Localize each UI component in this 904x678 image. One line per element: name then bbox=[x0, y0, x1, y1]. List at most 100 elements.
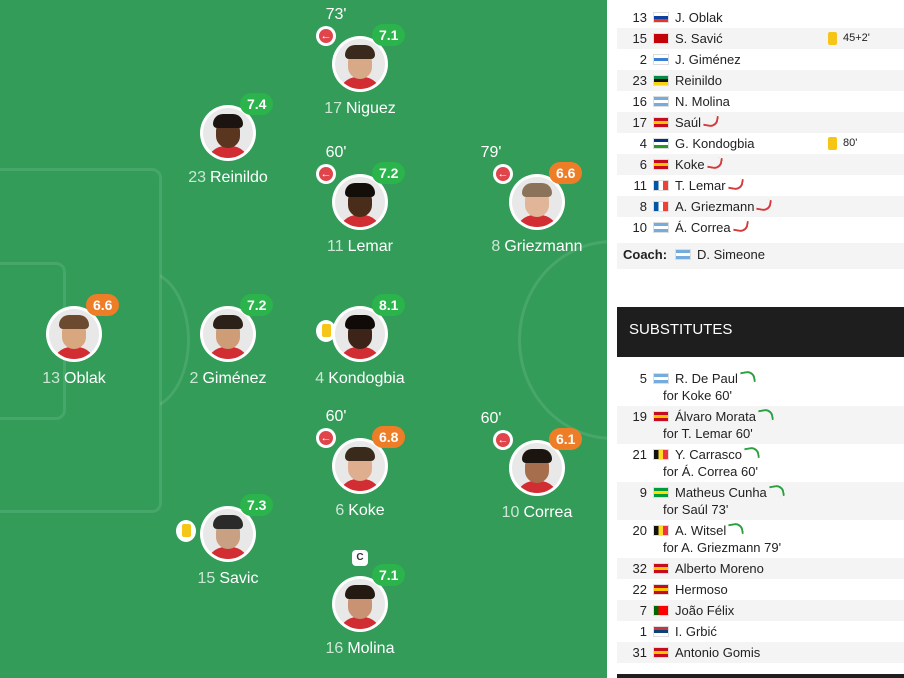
shirt-number: 20 bbox=[632, 523, 647, 538]
player-name[interactable]: Reinildo bbox=[675, 73, 722, 88]
player-name[interactable]: G. Kondogbia bbox=[675, 136, 755, 151]
substitute-row[interactable]: 22 Hermoso bbox=[617, 579, 904, 600]
sub-in-icon bbox=[744, 445, 760, 461]
sub-out-icon bbox=[703, 113, 719, 129]
shirt-number: 15 bbox=[632, 31, 647, 46]
yellow-card-icon bbox=[828, 32, 837, 45]
shirt-number: 1 bbox=[639, 624, 647, 639]
player-photo bbox=[200, 306, 256, 362]
flag-icon bbox=[653, 584, 669, 595]
sub-out-icon: ← bbox=[493, 164, 513, 184]
player-name[interactable]: Hermoso bbox=[675, 582, 728, 597]
player-name[interactable]: J. Oblak bbox=[675, 10, 723, 25]
shirt-number: 31 bbox=[632, 645, 647, 660]
player-name[interactable]: A. Witsel bbox=[675, 521, 745, 538]
lineup-row[interactable]: 8 A. Griezmann bbox=[617, 196, 904, 217]
rating-badge: 6.8 bbox=[372, 426, 406, 448]
shirt-number: 13 bbox=[632, 10, 647, 25]
lineup-row[interactable]: 17 Saúl bbox=[617, 112, 904, 133]
player-name[interactable]: N. Molina bbox=[675, 94, 730, 109]
sub-out-icon: ← bbox=[316, 164, 336, 184]
player-name[interactable]: Matheus Cunha bbox=[675, 483, 785, 500]
sub-replaced-text: for A. Griezmann 79' bbox=[663, 540, 782, 555]
sub-time: 60' bbox=[480, 410, 502, 427]
substitute-row[interactable]: 19 Álvaro Morata for T. Lemar 60' bbox=[617, 406, 904, 444]
rating-badge: 7.3 bbox=[240, 494, 274, 516]
sub-in-icon bbox=[757, 407, 774, 423]
player-name[interactable]: T. Lemar bbox=[675, 176, 744, 193]
sub-out-icon bbox=[732, 218, 749, 234]
lineup-row[interactable]: 11 T. Lemar bbox=[617, 175, 904, 196]
flag-icon bbox=[653, 647, 669, 658]
player-name[interactable]: Á. Correa bbox=[675, 218, 749, 235]
flag-icon bbox=[653, 96, 669, 107]
shirt-number: 32 bbox=[632, 561, 647, 576]
sub-time: 79' bbox=[480, 144, 502, 161]
flag-icon bbox=[675, 249, 691, 260]
player-name[interactable]: Antonio Gomis bbox=[675, 645, 761, 660]
shirt-number: 10 bbox=[632, 220, 647, 235]
flag-icon bbox=[653, 75, 669, 86]
substitute-row[interactable]: 32 Alberto Moreno bbox=[617, 558, 904, 579]
player-name[interactable]: Saúl bbox=[675, 113, 719, 130]
coach-label: Coach: bbox=[623, 247, 668, 262]
coach-name[interactable]: D. Simeone bbox=[697, 247, 765, 262]
lineup-row[interactable]: 10 Á. Correa bbox=[617, 217, 904, 238]
shirt-number: 8 bbox=[639, 199, 647, 214]
lineup-row[interactable]: 23 Reinildo bbox=[617, 70, 904, 91]
shirt-number: 5 bbox=[639, 371, 647, 386]
sub-out-icon bbox=[706, 155, 723, 171]
player-name[interactable]: Koke bbox=[675, 155, 723, 172]
sub-time: 60' bbox=[325, 144, 347, 161]
captain-badge: C bbox=[352, 550, 368, 566]
shirt-number: 16 bbox=[632, 94, 647, 109]
player-name[interactable]: R. De Paul bbox=[675, 369, 756, 386]
player-name[interactable]: S. Savić bbox=[675, 31, 723, 46]
flag-icon bbox=[653, 54, 669, 65]
sub-replaced-text: for T. Lemar 60' bbox=[663, 426, 753, 441]
player-name[interactable]: I. Grbić bbox=[675, 624, 717, 639]
shirt-number: 19 bbox=[632, 409, 647, 424]
sub-in-icon bbox=[768, 483, 785, 499]
shirt-number: 21 bbox=[632, 447, 647, 462]
lineup-row[interactable]: 2 J. Giménez bbox=[617, 49, 904, 70]
player-name[interactable]: Alberto Moreno bbox=[675, 561, 764, 576]
player-name[interactable]: Álvaro Morata bbox=[675, 407, 774, 424]
lineup-row[interactable]: 13 J. Oblak bbox=[617, 7, 904, 28]
substitute-row[interactable]: 7 João Félix bbox=[617, 600, 904, 621]
rating-badge: 6.1 bbox=[549, 428, 583, 450]
flag-icon bbox=[653, 563, 669, 574]
shirt-number: 17 bbox=[632, 115, 647, 130]
sub-time: 73' bbox=[325, 6, 347, 23]
lineup-row[interactable]: 16 N. Molina bbox=[617, 91, 904, 112]
player-name[interactable]: João Félix bbox=[675, 603, 735, 618]
rating-badge: 7.2 bbox=[372, 162, 406, 184]
flag-icon bbox=[653, 626, 669, 637]
card-minute: 80' bbox=[843, 137, 858, 149]
sub-out-icon bbox=[727, 176, 744, 192]
flag-icon bbox=[653, 138, 669, 149]
sub-out-icon: ← bbox=[316, 428, 336, 448]
shirt-number: 6 bbox=[639, 157, 647, 172]
substitute-row[interactable]: 1 I. Grbić bbox=[617, 621, 904, 642]
player-name[interactable]: Y. Carrasco bbox=[675, 445, 760, 462]
player-name[interactable]: A. Griezmann bbox=[675, 197, 773, 214]
substitute-row[interactable]: 31 Antonio Gomis bbox=[617, 642, 904, 663]
lineup-row[interactable]: 6 Koke bbox=[617, 154, 904, 175]
substitute-row[interactable]: 20 A. Witsel for A. Griezmann 79' bbox=[617, 520, 904, 558]
player-name[interactable]: J. Giménez bbox=[675, 52, 741, 67]
flag-icon bbox=[653, 525, 669, 536]
player-photo bbox=[332, 306, 388, 362]
sub-out-icon: ← bbox=[493, 430, 513, 450]
